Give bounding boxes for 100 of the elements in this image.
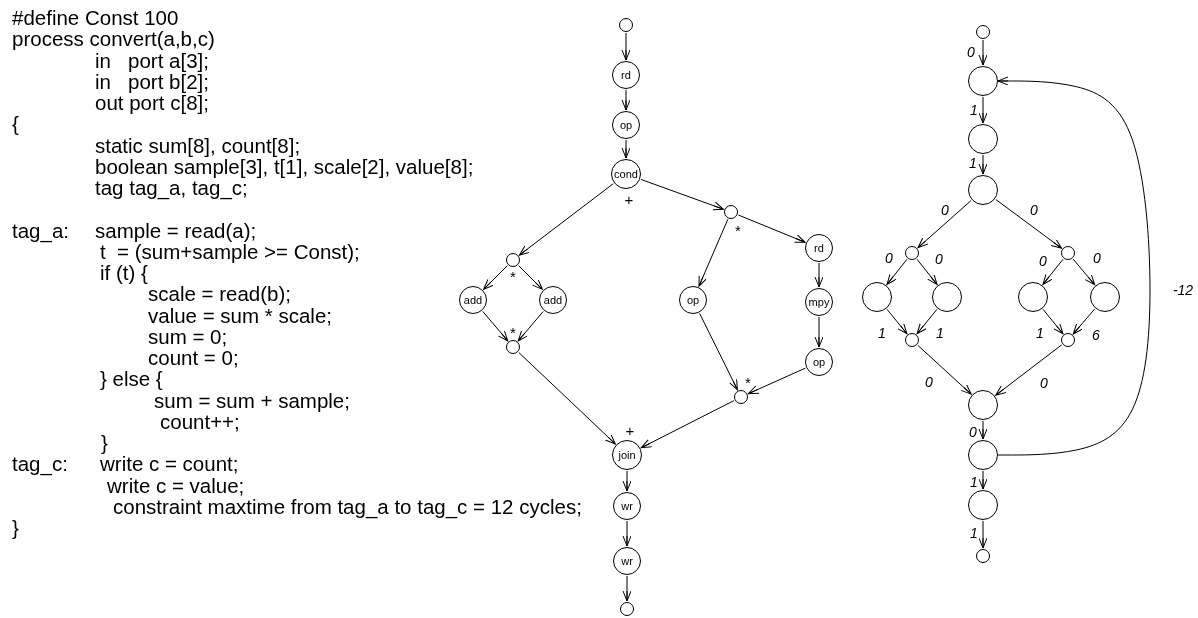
arrow <box>483 265 508 290</box>
arrow <box>622 575 632 602</box>
edge-label: 1 <box>877 326 887 340</box>
arrow <box>814 316 824 348</box>
empty-node-circle <box>905 246 919 260</box>
empty-node-circle <box>619 18 633 32</box>
arrow <box>518 183 614 256</box>
operation-node <box>611 159 641 189</box>
arrow <box>886 258 908 285</box>
operation-node <box>539 286 567 314</box>
operation-node <box>612 440 642 470</box>
arrow <box>621 139 631 159</box>
node-label: join <box>618 449 636 461</box>
code-line: tag_c: <box>12 453 68 475</box>
code-line: static sum[8], count[8]; <box>95 134 301 156</box>
operation-node <box>459 286 487 314</box>
code-line: count++; <box>160 410 240 432</box>
edge-label: 1 <box>935 326 945 340</box>
node-label: wr <box>621 500 633 512</box>
node-label: rd <box>814 242 824 254</box>
arrow <box>517 310 544 342</box>
empty-node-circle <box>1018 282 1048 312</box>
empty-node-circle <box>1061 333 1075 347</box>
operation-node <box>805 288 833 316</box>
code-line: } <box>101 432 108 453</box>
empty-node-circle <box>506 340 520 354</box>
branch-mark: * <box>735 222 741 238</box>
arrow <box>1042 308 1064 335</box>
code-line: out port c[8]; <box>95 92 209 113</box>
empty-node-circle <box>968 390 998 420</box>
empty-node-circle <box>734 390 748 404</box>
edge-label: 1 <box>1035 326 1045 340</box>
operation-node <box>612 111 640 139</box>
branch-mark: + <box>625 422 635 438</box>
operation-node <box>679 286 707 314</box>
arrow <box>1072 258 1096 286</box>
operation-node <box>612 61 640 89</box>
arrow <box>886 308 908 335</box>
arrow <box>518 352 616 445</box>
arrow <box>699 312 738 391</box>
arrow <box>621 32 631 61</box>
code-line: sum = sum + sample; <box>154 389 350 411</box>
empty-node-circle <box>1061 246 1075 260</box>
node-label: op <box>619 119 633 131</box>
empty-node-circle <box>976 549 990 563</box>
code-line: sample = read(a); <box>95 219 257 241</box>
empty-node-circle <box>862 282 892 312</box>
arrow <box>916 258 938 285</box>
edge-label: 0 <box>1039 376 1049 390</box>
arrow <box>978 39 988 66</box>
empty-node-circle <box>932 282 962 312</box>
arrow <box>747 367 806 395</box>
empty-node-circle <box>968 124 998 154</box>
arrow <box>978 154 988 175</box>
operation-node <box>613 547 641 575</box>
arrow <box>978 520 988 549</box>
code-line: value = sum * scale; <box>148 304 333 326</box>
code-line: } <box>12 517 19 538</box>
code-line: } else { <box>100 368 163 390</box>
code-line: sum = 0; <box>148 325 228 347</box>
code-line: process convert(a,b,c) <box>12 28 215 50</box>
branch-mark: * <box>510 268 516 284</box>
arrow <box>978 96 988 124</box>
code-line: tag tag_a, tag_c; <box>95 177 248 198</box>
edge-label: 0 <box>1029 203 1039 217</box>
arrow <box>995 199 1063 249</box>
arrow <box>997 76 1151 456</box>
arrow <box>1042 258 1064 285</box>
arrow <box>698 218 729 287</box>
arrow <box>482 310 509 342</box>
empty-node-circle <box>968 175 998 205</box>
branch-mark: * <box>510 324 516 340</box>
arrow <box>622 520 632 547</box>
arrow <box>917 344 972 395</box>
node-label: rd <box>621 69 631 81</box>
arrow <box>814 262 824 288</box>
empty-node-circle <box>620 602 634 616</box>
arrow <box>737 214 806 243</box>
code-line: write c = value; <box>107 474 245 496</box>
empty-node-circle <box>905 333 919 347</box>
code-line: constraint maxtime from tag_a to tag_c = 12 cycles; <box>113 495 582 517</box>
arrow <box>978 470 988 490</box>
operation-node <box>805 234 833 262</box>
operation-node <box>805 348 833 376</box>
node-label: add <box>463 294 483 306</box>
edge-label: 1 <box>968 156 978 170</box>
edge-label: -12 <box>1171 283 1195 297</box>
branch-mark: + <box>624 191 634 207</box>
arrow <box>1072 308 1096 335</box>
edge-label: 6 <box>1091 328 1101 342</box>
edge-label: 0 <box>934 252 944 266</box>
code-line: if (t) { <box>100 262 148 283</box>
node-label: wr <box>621 555 633 567</box>
code-line: count = 0; <box>148 347 239 368</box>
empty-node-circle <box>976 25 990 39</box>
edge-label: 0 <box>940 203 950 217</box>
operation-node <box>613 492 641 520</box>
node-label: mpy <box>808 296 830 308</box>
edge-label: 1 <box>969 103 979 117</box>
edge-label: 1 <box>969 526 979 540</box>
